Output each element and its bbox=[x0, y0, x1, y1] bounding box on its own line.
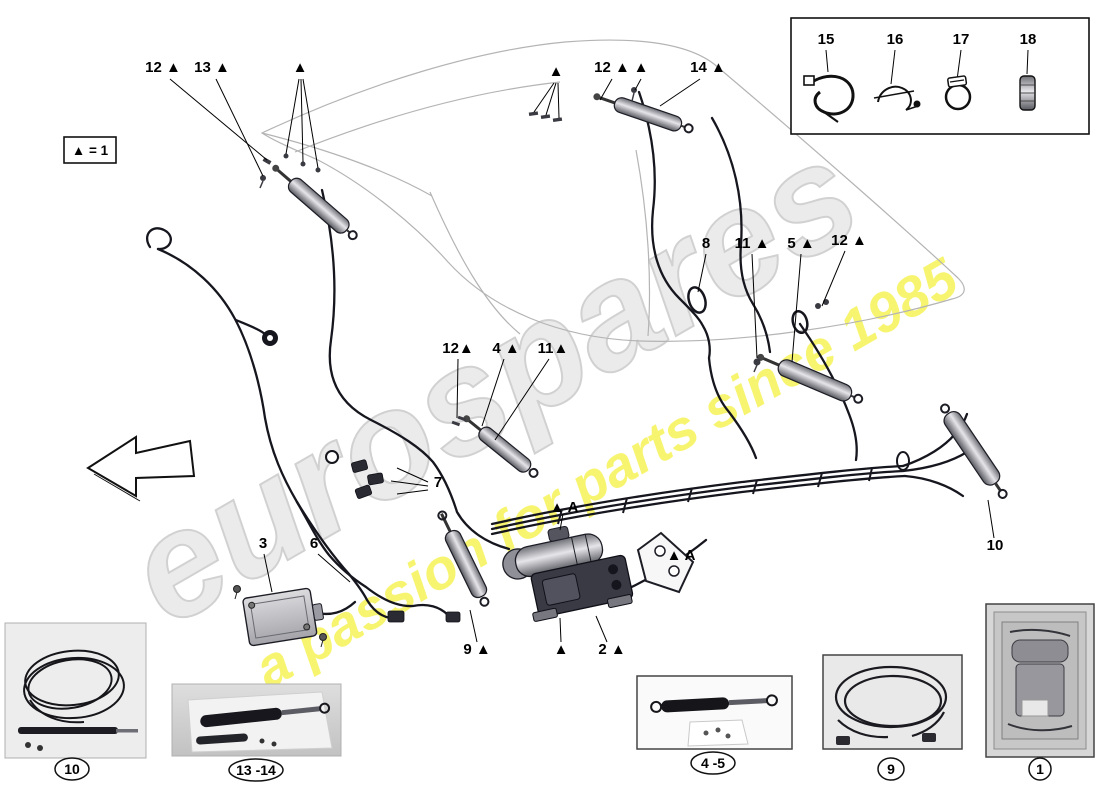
cable-tie-drawing bbox=[803, 74, 855, 123]
thumbnail-part-13-14[interactable]: 13 -14 bbox=[171, 683, 342, 782]
fastener-hardware-center bbox=[451, 415, 467, 427]
callout-13[interactable]: 13 ▲ bbox=[194, 59, 230, 76]
direction-arrow bbox=[86, 435, 196, 502]
gas-strut-right bbox=[757, 353, 864, 404]
coiled-hose-photo bbox=[23, 649, 125, 724]
section-markers: ▲ A ▲ A bbox=[550, 499, 696, 564]
callout-8[interactable]: 8 bbox=[702, 235, 710, 252]
hose-grommets bbox=[262, 286, 910, 471]
retaining-clip-drawing bbox=[873, 85, 921, 111]
callout-11-a[interactable]: 11 ▲ bbox=[735, 235, 770, 252]
callout-7[interactable]: 7 bbox=[434, 474, 442, 491]
hydraulic-pump-assembly bbox=[502, 525, 634, 622]
thumbnail-13-14-label[interactable]: 13 -14 bbox=[236, 762, 276, 778]
legend-box: ▲ = 1 bbox=[63, 136, 117, 164]
gas-strut-center bbox=[463, 415, 539, 478]
legend-text: ▲ = 1 bbox=[72, 143, 109, 158]
callout-triangle-top-middle[interactable]: ▲ bbox=[549, 63, 564, 80]
hardware-inset-box: 15 16 17 18 bbox=[790, 17, 1090, 135]
callout-14[interactable]: 14 ▲ bbox=[690, 59, 726, 76]
callout-12-a[interactable]: 12 ▲ bbox=[145, 59, 181, 76]
thumbnail-4-5-label[interactable]: 4 -5 bbox=[701, 755, 725, 771]
section-a-triangle-1: ▲ bbox=[550, 499, 565, 516]
fastener-hardware-top-middle bbox=[528, 87, 637, 123]
part-callouts: 12 ▲ 13 ▲ ▲ ▲ 12 ▲ ▲ 14 ▲ 8 11 ▲ 5 ▲ 12 … bbox=[145, 59, 1003, 658]
thumbnail-part-4-5[interactable]: 4 -5 bbox=[636, 675, 793, 775]
fastener-hardware-upper-left bbox=[259, 153, 321, 189]
inset-item-17-label[interactable]: 17 bbox=[953, 31, 970, 48]
protective-sleeve-drawing bbox=[1019, 75, 1036, 111]
callout-12-d[interactable]: 12▲ bbox=[442, 340, 474, 357]
thumbnail-9-label[interactable]: 9 bbox=[887, 761, 895, 777]
thumbnail-label-badge bbox=[228, 758, 284, 782]
gas-strut-top-middle bbox=[593, 93, 694, 134]
callout-12-c[interactable]: 12 ▲ bbox=[831, 232, 867, 249]
coiled-cable-photo bbox=[834, 665, 948, 739]
thumbnail-part-9[interactable]: 9 bbox=[822, 654, 963, 781]
inset-item-16-label[interactable]: 16 bbox=[887, 31, 904, 48]
callout-4[interactable]: 4 ▲ bbox=[492, 340, 519, 357]
gas-strut-upper-left bbox=[272, 164, 358, 241]
thumbnail-label-badge bbox=[690, 751, 736, 775]
callout-12-b[interactable]: 12 ▲ bbox=[594, 59, 630, 76]
section-a-label-1: A bbox=[568, 499, 579, 516]
gas-strut-lower-center bbox=[437, 510, 490, 607]
thumbnail-part-10[interactable]: 10 bbox=[4, 622, 147, 781]
hose-clamp-drawing bbox=[944, 75, 972, 111]
callout-10[interactable]: 10 bbox=[987, 537, 1004, 554]
inset-item-18-label[interactable]: 18 bbox=[1020, 31, 1037, 48]
watermark: eurospares a passion for parts since 198… bbox=[99, 106, 968, 700]
thumbnail-part-1[interactable]: 1 bbox=[985, 603, 1095, 781]
callout-triangle-screw[interactable]: ▲ bbox=[634, 59, 649, 76]
section-a-triangle-2: ▲ bbox=[667, 547, 682, 564]
callout-triangle-upper-left[interactable]: ▲ bbox=[293, 59, 308, 76]
leader-lines bbox=[169, 78, 995, 643]
callout-9[interactable]: 9 ▲ bbox=[463, 641, 490, 658]
inset-item-15-label[interactable]: 15 bbox=[818, 31, 835, 48]
thumbnail-10-label[interactable]: 10 bbox=[64, 761, 80, 777]
gas-strut-photo bbox=[200, 702, 331, 728]
boxed-pump-photo bbox=[1011, 639, 1069, 663]
gas-strut-photo bbox=[650, 694, 778, 713]
thumbnail-label-badge bbox=[54, 757, 90, 781]
thumbnail-label-badge bbox=[1028, 757, 1052, 781]
callout-5[interactable]: 5 ▲ bbox=[787, 235, 814, 252]
callout-triangle-pump[interactable]: ▲ bbox=[554, 641, 569, 658]
parts-bag bbox=[687, 719, 749, 747]
callout-6[interactable]: 6 bbox=[310, 535, 318, 552]
thumbnail-1-label[interactable]: 1 bbox=[1036, 761, 1044, 777]
callout-2[interactable]: 2 ▲ bbox=[598, 641, 625, 658]
callout-11-b[interactable]: 11▲ bbox=[538, 340, 569, 357]
callout-3[interactable]: 3 bbox=[259, 535, 267, 552]
section-a-label-2: A bbox=[685, 547, 696, 564]
harness-connectors bbox=[351, 459, 461, 623]
ecu-module bbox=[242, 587, 324, 647]
roof-panel-outline bbox=[260, 39, 965, 342]
ecu-screws bbox=[233, 585, 327, 648]
thumbnail-label-badge bbox=[877, 757, 905, 781]
gas-strut-far-right bbox=[940, 403, 1008, 499]
pump-mounting-bracket bbox=[636, 531, 695, 594]
cable-tie-marks bbox=[557, 467, 873, 525]
